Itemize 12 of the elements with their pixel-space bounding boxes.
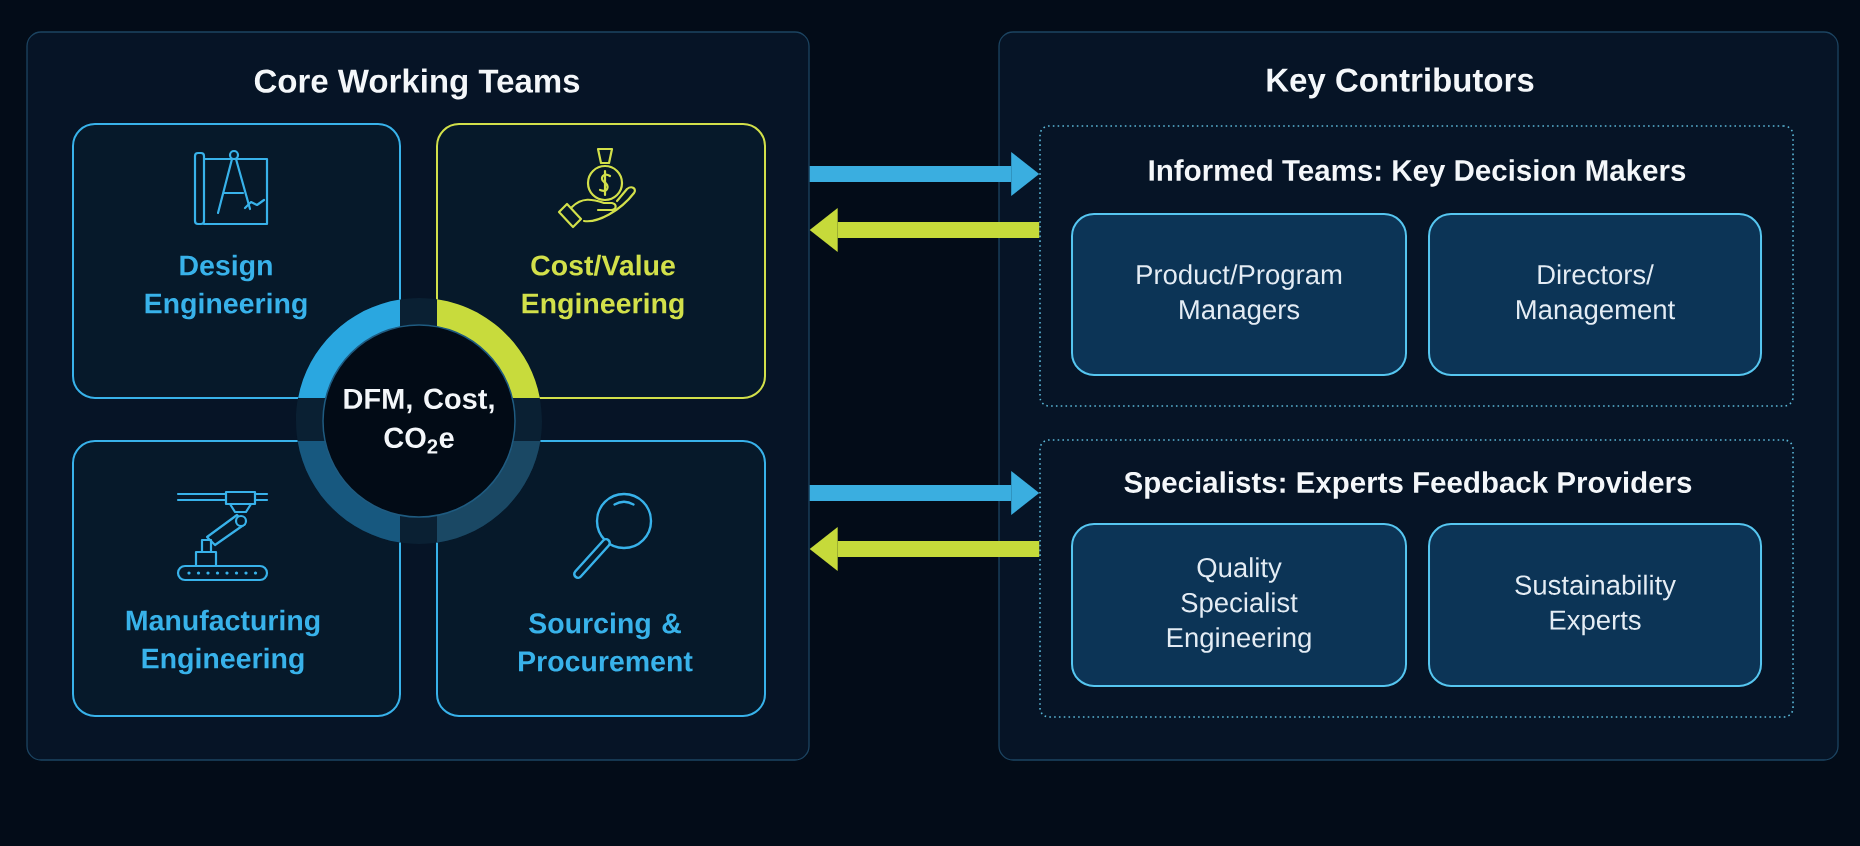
panel-title: Core Working Teams [254, 68, 580, 100]
member-box: Sustainability Experts [1428, 523, 1762, 687]
member-box: Product/Program Managers [1071, 213, 1407, 376]
member-box: Quality Specialist Engineering [1071, 523, 1407, 687]
panel-title: Informed Teams: Key Decision Makers [1149, 159, 1686, 187]
member-box: Directors/ Management [1428, 213, 1762, 376]
arrow [809, 527, 1040, 571]
panel-title: Specialists: Experts Feedback Providers [1124, 471, 1692, 499]
arrow [809, 208, 1040, 252]
arrow [809, 471, 1040, 515]
panel-title: Key Contributors [1267, 67, 1534, 99]
arrow [809, 152, 1040, 196]
